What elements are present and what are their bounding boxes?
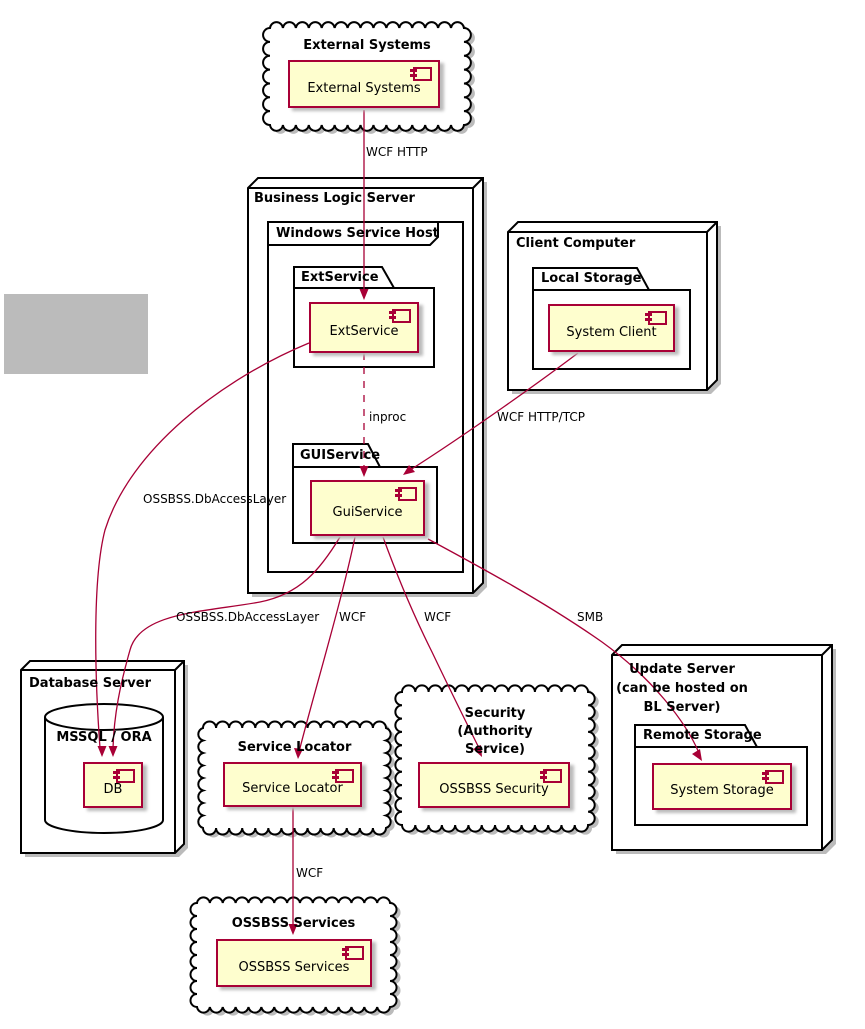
component-label: External Systems	[307, 80, 421, 96]
component-icon	[332, 769, 354, 783]
arrowhead	[359, 289, 369, 300]
folder-title-ext-service: ExtService	[301, 270, 379, 285]
edge-label-wcf-security: WCF	[424, 610, 452, 624]
component-icon	[113, 769, 135, 783]
component-ossbss-security: OSSBSS Security	[418, 762, 570, 808]
edge-guiservice-to-servicelocator	[298, 536, 356, 753]
component-service-locator: Service Locator	[223, 762, 362, 807]
node-title-database-server: Database Server	[29, 676, 152, 691]
security-title-line3: Service)	[465, 742, 525, 757]
arrowhead	[359, 466, 369, 477]
folder-title-gui-service: GUIService	[300, 448, 381, 463]
component-label: System Storage	[670, 783, 774, 798]
arrowhead	[692, 749, 702, 761]
edge-guiservice-to-systemstorage	[427, 538, 700, 754]
component-system-client: System Client	[548, 304, 675, 352]
arrowhead	[108, 746, 118, 757]
edge-label-wcf-http-tcp: WCF HTTP/TCP	[497, 410, 585, 424]
edge-label-smb: SMB	[577, 610, 604, 624]
edge-label-dbaccess-gui: OSSBSS.DbAccessLayer	[176, 610, 320, 624]
frame-title-windows-service-host: Windows Service Host	[276, 226, 439, 241]
edge-label-inproc: inproc	[369, 410, 407, 424]
arrowhead	[288, 924, 298, 935]
arrowhead	[473, 745, 482, 757]
edge-extservice-to-db	[95, 342, 310, 749]
edge-systemclient-to-guiservice	[406, 352, 579, 473]
component-icon	[540, 769, 562, 783]
arrowhead	[403, 465, 415, 475]
node-title-update-server: Update Server (can be hosted on BL Serve…	[612, 660, 752, 717]
edge-label-wcf-locator: WCF	[339, 610, 367, 624]
security-title-line2: (Authority	[457, 724, 533, 739]
cloud-title-security: Security (Authority Service)	[402, 705, 588, 759]
cloud-title-ossbss-services: OSSBSS Services	[231, 916, 356, 931]
edge-label-wcf-http: WCF HTTP	[366, 145, 428, 159]
component-external-systems: External Systems	[288, 60, 440, 108]
component-label: GuiService	[332, 504, 403, 520]
component-icon	[645, 311, 667, 325]
edge-label-dbaccess-ext: OSSBSS.DbAccessLayer	[143, 492, 287, 506]
component-label: DB	[103, 781, 123, 797]
component-label: Service Locator	[242, 781, 343, 796]
edges	[95, 110, 702, 935]
component-label: ExtService	[329, 324, 399, 339]
component-icon	[762, 770, 784, 784]
update-server-title-line1: Update Server	[629, 662, 735, 677]
component-gui-service: GuiService	[310, 480, 425, 536]
database-title-mssql-ora: MSSQL / ORA	[56, 730, 152, 745]
component-db: DB	[83, 762, 143, 808]
edge-guiservice-to-security	[382, 536, 481, 751]
component-icon	[395, 487, 417, 501]
node-title-client-computer: Client Computer	[516, 236, 636, 251]
arrowhead	[97, 746, 107, 757]
component-ossbss-services: OSSBSS Services	[216, 939, 372, 987]
folder-title-local-storage: Local Storage	[541, 271, 642, 286]
edge-guiservice-to-db	[112, 536, 341, 749]
security-title-line1: Security	[464, 706, 526, 721]
update-server-title-line3: BL Server)	[643, 700, 721, 715]
component-label: OSSBSS Security	[439, 781, 549, 797]
update-server-title-line2: (can be hosted on	[616, 681, 748, 696]
node-title-business-logic-server: Business Logic Server	[254, 191, 415, 206]
arrowhead	[294, 748, 303, 759]
component-label: OSSBSS Services	[238, 959, 350, 975]
component-system-storage: System Storage	[652, 763, 792, 810]
component-label: System Client	[566, 324, 657, 340]
component-icon	[342, 946, 364, 960]
cloud-title-external-systems: External Systems	[303, 38, 431, 53]
cloud-title-service-locator: Service Locator	[237, 740, 352, 755]
component-icon	[410, 67, 432, 81]
folder-title-remote-storage: Remote Storage	[643, 728, 762, 743]
component-ext-service: ExtService	[309, 302, 419, 353]
edge-label-wcf-services: WCF	[296, 866, 324, 880]
component-icon	[389, 309, 411, 323]
